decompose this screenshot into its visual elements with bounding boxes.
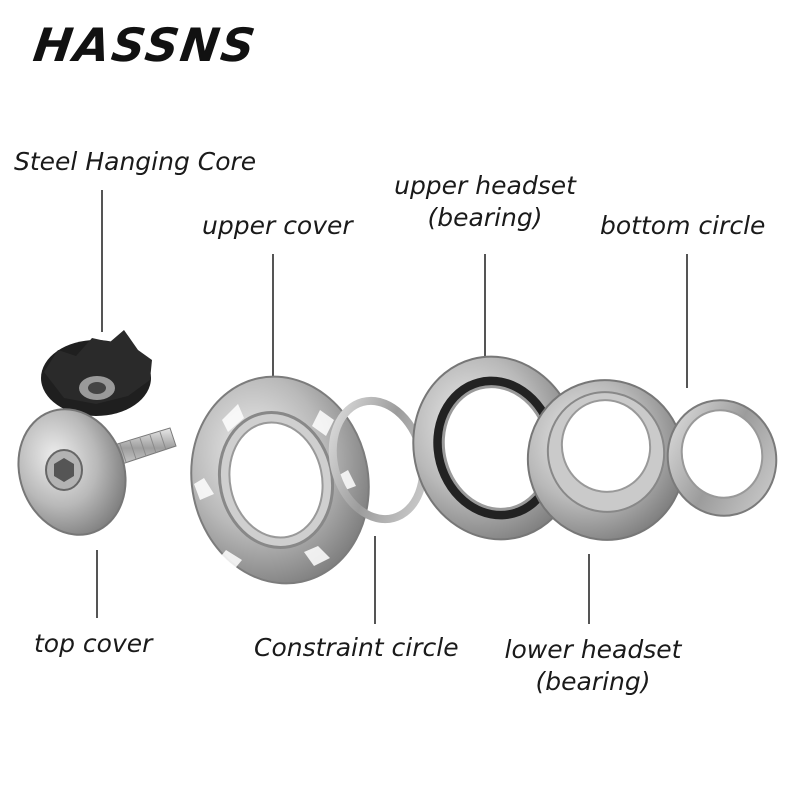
label-lower-headset-line2: (bearing) bbox=[535, 667, 651, 696]
top-cover-cap bbox=[17, 408, 127, 536]
bottom-circle-part bbox=[666, 399, 778, 517]
leader-line-steel-core bbox=[101, 190, 103, 332]
label-steel-hanging-core: Steel Hanging Core bbox=[14, 147, 257, 176]
leader-line-upper-headset bbox=[484, 254, 486, 358]
leader-line-lower-headset bbox=[588, 554, 590, 624]
label-lower-headset-line1: lower headset bbox=[504, 635, 682, 664]
label-upper-headset-line1: upper headset bbox=[394, 171, 576, 200]
label-constraint-circle: Constraint circle bbox=[254, 633, 459, 662]
label-upper-cover: upper cover bbox=[202, 211, 353, 240]
leader-line-constraint-circle bbox=[374, 536, 376, 624]
upper-cover-part bbox=[190, 375, 370, 585]
leader-line-upper-cover bbox=[272, 254, 274, 388]
label-bottom-circle: bottom circle bbox=[600, 211, 766, 240]
leader-line-top-cover bbox=[96, 550, 98, 618]
label-upper-headset: upper headset (bearing) bbox=[378, 170, 592, 234]
leader-line-bottom-circle bbox=[686, 254, 688, 388]
label-top-cover: top cover bbox=[34, 629, 153, 658]
label-lower-headset: lower headset (bearing) bbox=[498, 634, 688, 698]
star-nut bbox=[41, 330, 152, 416]
lower-headset-bearing bbox=[526, 379, 686, 541]
label-upper-headset-line2: (bearing) bbox=[427, 203, 543, 232]
